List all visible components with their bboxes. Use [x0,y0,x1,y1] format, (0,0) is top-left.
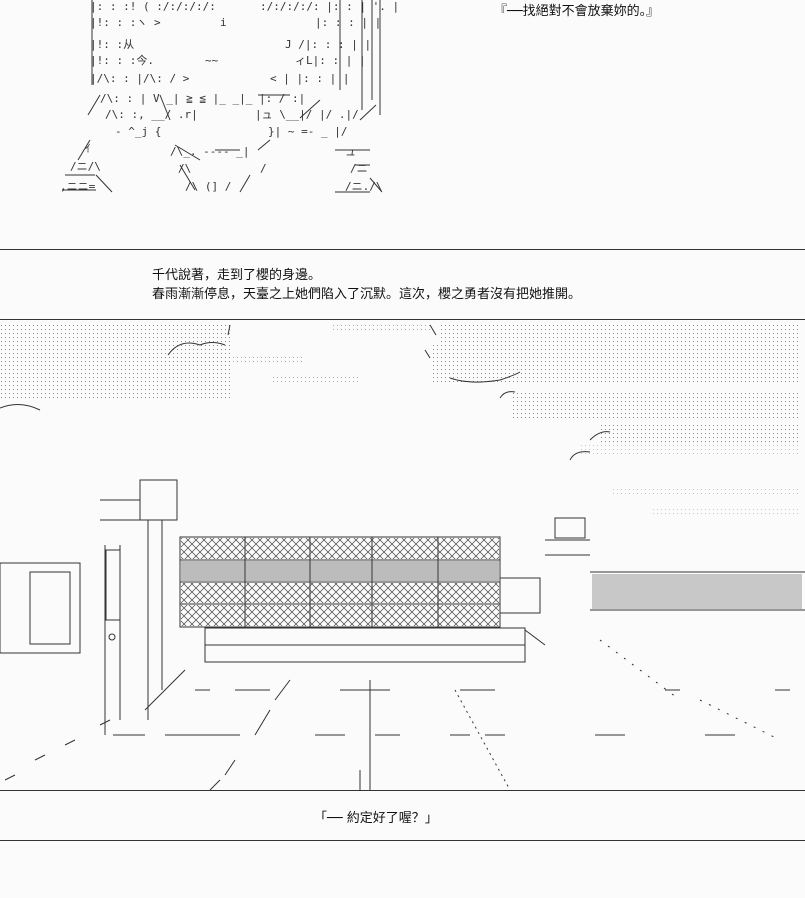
svg-text:/\ (] /: /\ (] / [185,180,231,193]
svg-text:~~: ~~ [205,54,219,67]
svg-text:ィL|: : | |: ィL|: : | | [295,54,366,67]
narration-line-1: 千代說著，走到了櫻的身邊。 [152,268,322,283]
svg-text:/ニ./\: /ニ./\ [345,180,383,193]
svg-text:/\: /\ [178,162,191,175]
svg-text:i: i [220,16,227,29]
svg-text:|/\: : |/\: / >: |/\: : |/\: / > [90,72,190,85]
svg-text:ｲ: ｲ [85,142,91,155]
svg-text:/\_. ---- _|: /\_. ---- _| [170,145,249,158]
panel-divider-3 [0,790,805,791]
svg-text:J /|: : : | |: J /|: : : | | [285,38,371,51]
svg-text:/: / [260,162,267,175]
panel-divider-2 [0,319,805,320]
panel-divider-4 [0,840,805,841]
svg-text:,ニニ=: ,ニニ= [60,180,96,193]
svg-text:/\: : | V _| ≧ ≦ |_ _|_: /\: : | V _| ≧ ≦ |_ _|_ |: / :| [100,92,305,105]
svg-text:|: : :! ( :/:/:/:/:: |: : :! ( :/:/:/:/: [90,0,216,13]
svg-text:|ュ \__|/ |/ .|/: |ュ \__|/ |/ .|/ [255,108,359,121]
svg-text::/:/:/:/: |: : | '. |: :/:/:/:/: |: : | '. | [260,0,399,13]
svg-text:/\: :, __/ .r|: /\: :, __/ .r| [105,108,198,121]
svg-text:< | |: : | |: < | |: : | | [270,72,349,85]
svg-text:|!: : :今.: |!: : :今. [90,53,154,67]
svg-text:|!: :从: |!: :从 [90,38,134,51]
svg-text:ュ: ュ [345,145,356,158]
svg-text:/ニ/\: /ニ/\ [70,160,101,173]
panel-divider-1 [0,249,805,250]
svg-text:/ニ: /ニ [350,162,368,175]
svg-text:|: : : | |: |: : : | | [315,16,381,29]
top-quote: 『──找絕對不會放棄妳的。』 [494,4,660,19]
svg-text:}| ~ =- _ |/: }| ~ =- _ |/ [268,125,347,138]
svg-text:|!: : :ヽ >: |!: : :ヽ > [90,16,161,29]
narration-line-2: 春雨漸漸停息，天臺之上她們陷入了沉默。這次，櫻之勇者沒有把她推開。 [152,287,582,302]
svg-text:- ^_j {: - ^_j { [115,125,161,138]
bottom-quote: 「── 約定好了喔？」 [314,811,438,826]
narration-block: 千代說著，走到了櫻的身邊。 春雨漸漸停息，天臺之上她們陷入了沉默。這次，櫻之勇者… [152,266,581,304]
